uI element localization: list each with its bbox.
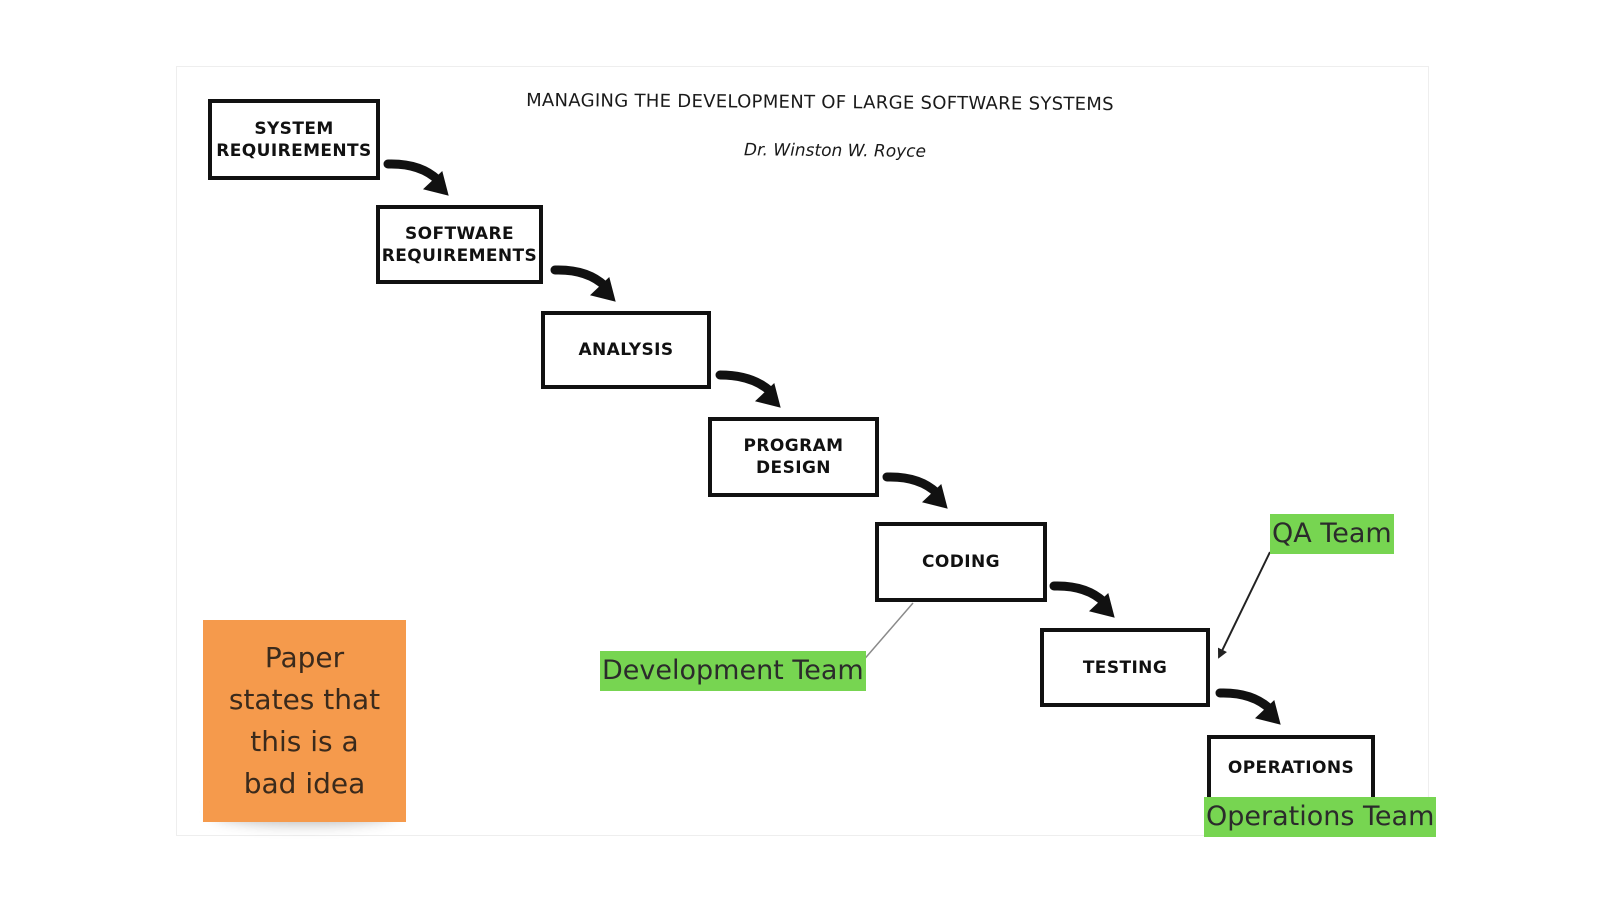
phase-operations[interactable]: OPERATIONS	[1207, 735, 1375, 801]
sticky-note-text: Paper states that this is a bad idea	[228, 641, 381, 800]
phase-coding[interactable]: CODING	[875, 522, 1047, 602]
phase-label: SYSTEM REQUIREMENTS	[216, 118, 372, 161]
phase-label: OPERATIONS	[1227, 758, 1355, 778]
phase-label: CODING	[922, 552, 1000, 572]
phase-label: SOFTWARE REQUIREMENTS	[381, 223, 538, 266]
development-team-label: Development Team	[600, 651, 866, 691]
sticky-note[interactable]: Paper states that this is a bad idea	[203, 620, 406, 822]
phase-label: TESTING	[1082, 657, 1168, 678]
qa-team-label: QA Team	[1270, 514, 1394, 554]
phase-label: ANALYSIS	[578, 340, 674, 360]
phase-testing[interactable]: TESTING	[1040, 628, 1210, 707]
diagram-author: Dr. Winston W. Royce	[743, 140, 927, 162]
phase-label: PROGRAM DESIGN	[743, 436, 844, 478]
phase-software-requirements[interactable]: SOFTWARE REQUIREMENTS	[376, 205, 543, 284]
phase-system-requirements[interactable]: SYSTEM REQUIREMENTS	[208, 99, 380, 180]
operations-team-label: Operations Team	[1204, 797, 1437, 837]
phase-analysis[interactable]: ANALYSIS	[541, 311, 711, 389]
phase-program-design[interactable]: PROGRAM DESIGN	[708, 417, 879, 497]
